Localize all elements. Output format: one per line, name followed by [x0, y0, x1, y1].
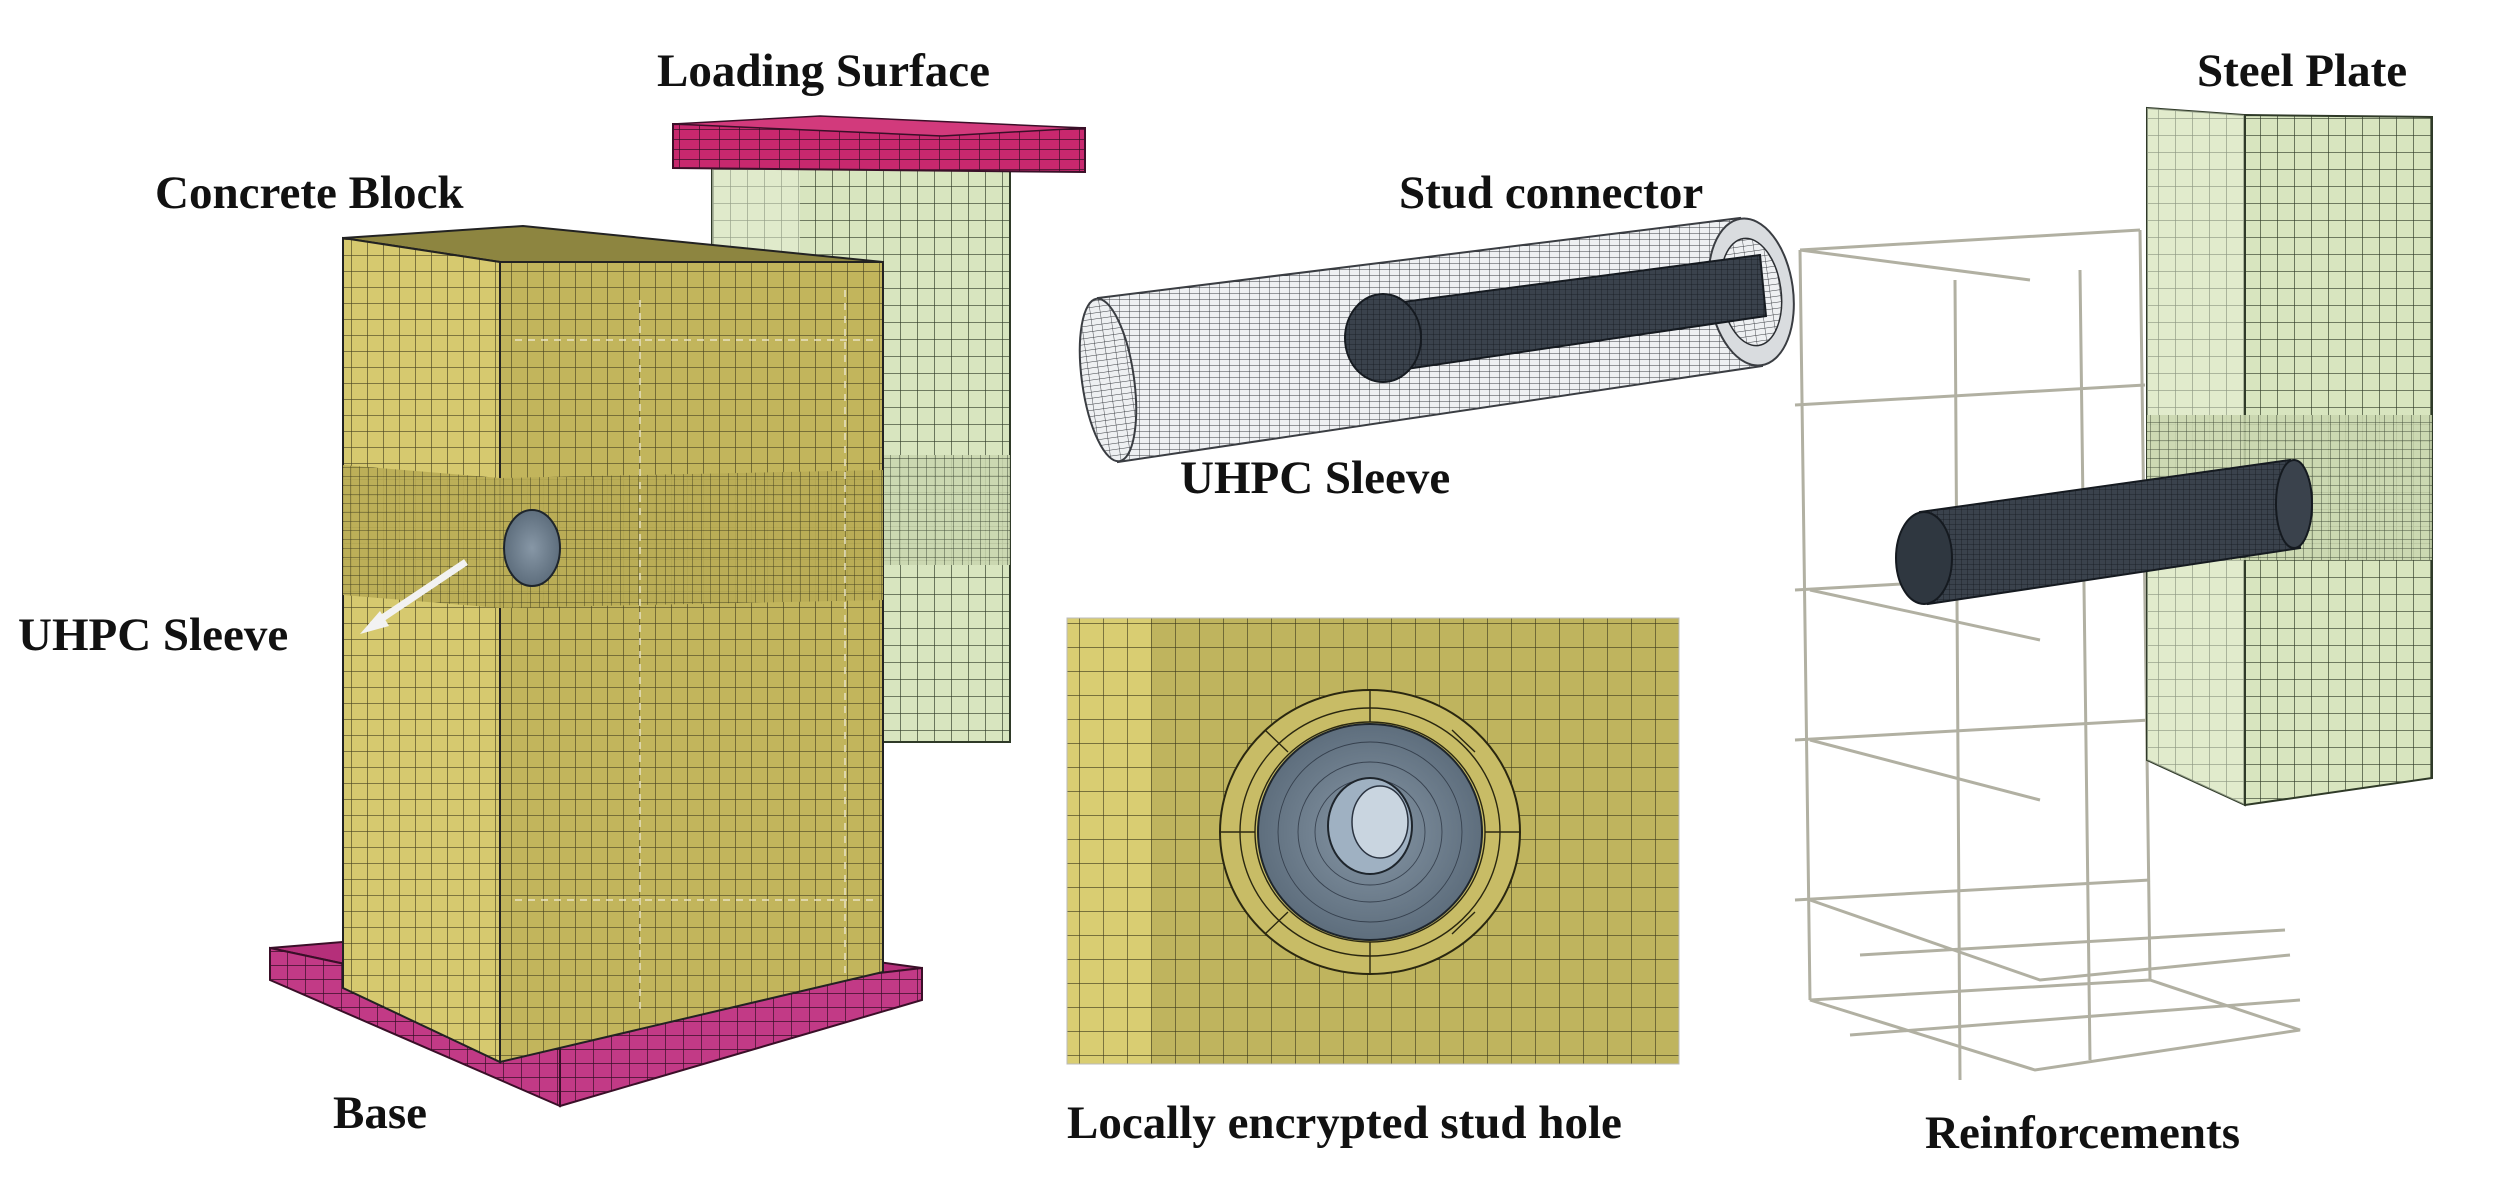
stud-connector-right [1895, 458, 2313, 606]
concrete-block [342, 224, 884, 1064]
label-uhpc-sleeve-top: UHPC Sleeve [1180, 452, 1451, 504]
uhpc-sleeve-hole [503, 509, 561, 587]
label-reinforcements: Reinforcements [1925, 1107, 2240, 1159]
right-assembly [1794, 106, 2433, 1081]
loading-surface [672, 115, 1086, 174]
label-locally-encrypted-stud-hole: Locally encrypted stud hole [1067, 1097, 1622, 1149]
mesh-zoom-panel [1066, 617, 1680, 1065]
label-loading-surface: Loading Surface [657, 45, 990, 97]
label-stud-connector: Stud connector [1399, 167, 1704, 219]
steel-plate [2146, 106, 2433, 807]
label-uhpc-sleeve-left: UHPC Sleeve [18, 609, 289, 661]
label-steel-plate: Steel Plate [2197, 45, 2408, 97]
label-base: Base [333, 1087, 427, 1139]
sleeve-stud-model [1078, 216, 1795, 464]
left-assembly [269, 115, 1086, 1108]
sleeve-arrow [360, 559, 468, 634]
label-concrete-block: Concrete Block [155, 167, 464, 219]
